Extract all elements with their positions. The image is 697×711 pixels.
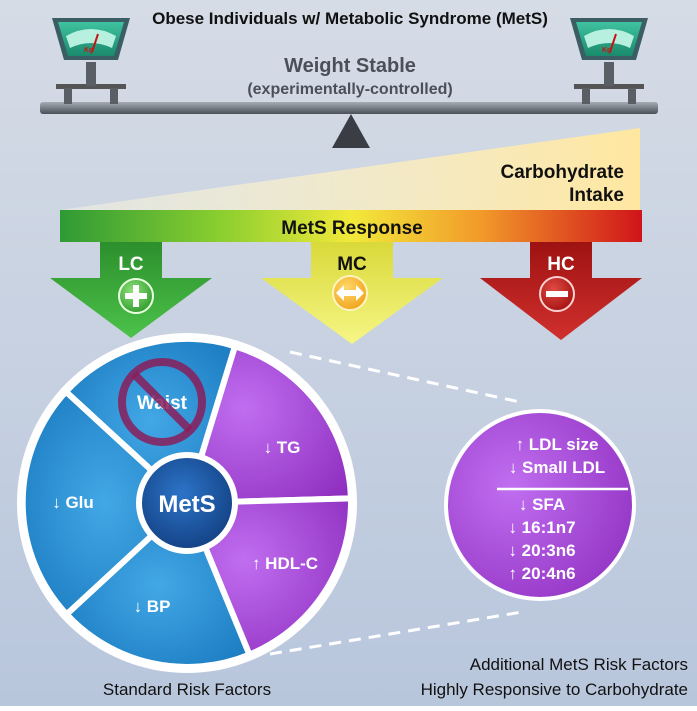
diagram-title: Obese Individuals w/ Metabolic Syndrome …	[152, 9, 548, 28]
balance-fulcrum	[332, 114, 370, 148]
segment-tg	[184, 343, 354, 506]
connector-bottom	[269, 610, 523, 656]
right-scale-unit: Kg	[602, 47, 611, 54]
risk-factor-wheel: MetS Waist ↓ Glu ↓ BP ↓ TG ↑ HDL-C	[17, 333, 357, 673]
additional-risk-factor-circle: ↑ LDL size ↓ Small LDL ↓ SFA ↓ 16:1n7 ↓ …	[444, 409, 636, 601]
bp-label: ↓ BP	[134, 597, 171, 616]
hc-arrow: HC	[480, 242, 642, 340]
standard-risk-factors-caption: Standard Risk Factors	[103, 680, 271, 699]
mets-response-bar	[60, 210, 642, 242]
glu-label: ↓ Glu	[52, 493, 94, 512]
segment-hdl	[184, 495, 354, 658]
hdl-label: ↑ HDL-C	[252, 554, 318, 573]
mets-center	[136, 452, 238, 554]
161n7-label: ↓ 16:1n7	[508, 518, 575, 537]
segment-glu	[19, 388, 190, 618]
tg-label: ↓ TG	[264, 438, 301, 457]
small-ldl-label: ↓ Small LDL	[509, 458, 605, 477]
carbohydrate-label: Carbohydrate	[500, 162, 624, 183]
weight-stable-label: Weight Stable	[284, 55, 416, 77]
mc-arrow: MC	[261, 242, 443, 344]
carbohydrate-intake-wedge	[60, 128, 640, 210]
sfa-label: ↓ SFA	[519, 495, 565, 514]
lc-arrow: LC	[50, 242, 212, 338]
balance-scale	[40, 102, 658, 148]
mc-label: MC	[337, 254, 367, 275]
lc-label: LC	[118, 254, 144, 275]
mets-center-label: MetS	[158, 491, 215, 518]
highly-responsive-caption: Highly Responsive to Carbohydrate	[421, 680, 688, 699]
left-scale-unit: Kg	[84, 47, 93, 54]
ldl-size-label: ↑ LDL size	[516, 435, 599, 454]
left-weighing-scale-icon: Kg	[52, 18, 130, 104]
prohibited-icon	[118, 358, 206, 446]
204n6-label: ↑ 20:4n6	[508, 564, 575, 583]
balance-beam	[40, 102, 658, 114]
hc-label: HC	[547, 254, 575, 275]
mets-response-label: MetS Response	[281, 218, 422, 239]
203n6-label: ↓ 20:3n6	[508, 541, 575, 560]
additional-risk-factors-caption: Additional MetS Risk Factors	[470, 655, 688, 674]
weight-stable-sublabel: (experimentally-controlled)	[247, 81, 452, 98]
intake-label: Intake	[569, 185, 624, 206]
right-weighing-scale-icon: Kg	[570, 18, 648, 104]
